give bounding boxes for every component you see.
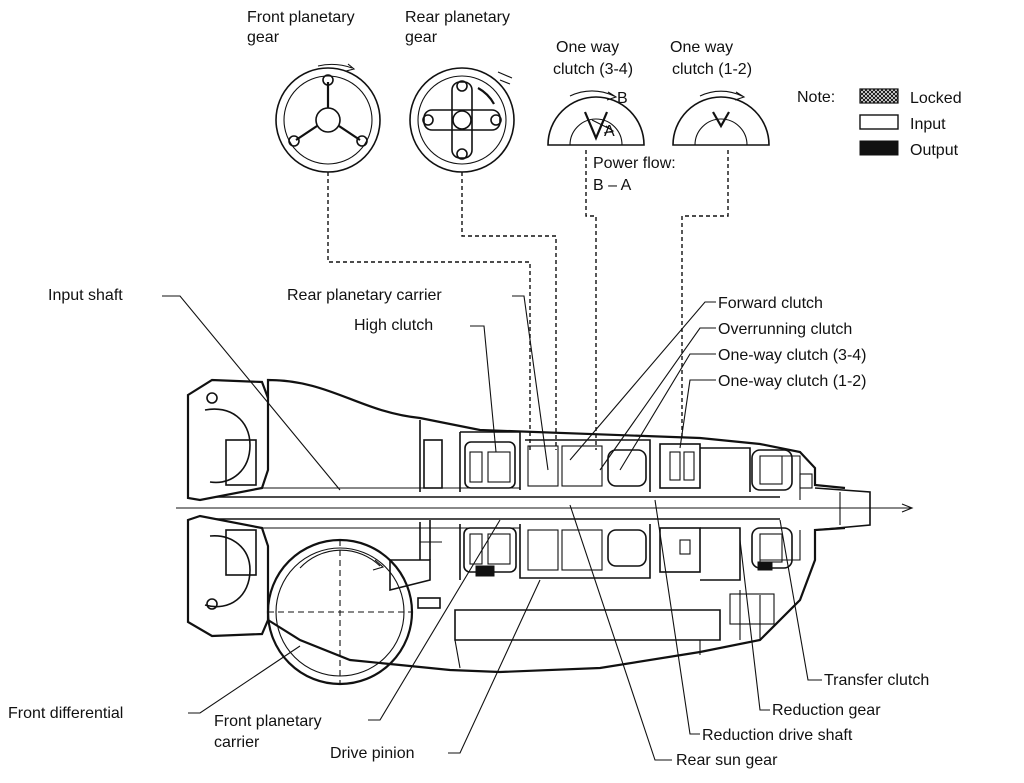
- rear-planetary-gear-label-1: Rear planetary: [405, 9, 510, 26]
- one-way-clutch-12-top-label-2: clutch (1-2): [672, 61, 752, 78]
- point-b-label: B: [617, 90, 628, 107]
- one-way-clutch-12-top-label-1: One way: [670, 39, 733, 56]
- power-flow-label-1: Power flow:: [593, 155, 676, 172]
- dashed-connectors: [327, 150, 729, 450]
- transmission-body: [176, 378, 914, 686]
- legend-label-input: Input: [910, 116, 946, 133]
- front-planetary-gear-label-1: Front planetary: [247, 9, 355, 26]
- front-planetary-gear-icon: [275, 63, 381, 173]
- transfer-clutch-label: Transfer clutch: [824, 672, 929, 689]
- rear-planetary-gear-label-2: gear: [405, 29, 438, 46]
- one-way-clutch-12-icon: [672, 90, 770, 146]
- one-way-clutch-34-icon: [547, 90, 645, 146]
- one-way-clutch-12-label: One-way clutch (1-2): [718, 373, 867, 390]
- leader-lines: [162, 295, 822, 761]
- point-a-label: A: [604, 123, 615, 140]
- one-way-clutch-34-top-label-1: One way: [556, 39, 619, 56]
- one-way-clutch-34-label: One-way clutch (3-4): [718, 347, 867, 364]
- reduction-drive-shaft-label: Reduction drive shaft: [702, 727, 853, 744]
- rear-sun-gear-label: Rear sun gear: [676, 752, 778, 769]
- power-flow-label-2: B – A: [593, 177, 632, 194]
- rear-planetary-carrier-label: Rear planetary carrier: [287, 287, 442, 304]
- legend-swatch-input: [859, 114, 899, 130]
- reduction-gear-label: Reduction gear: [772, 702, 881, 719]
- legend-swatch-output: [859, 140, 899, 156]
- forward-clutch-label: Forward clutch: [718, 295, 823, 312]
- legend-note: Note:: [797, 89, 835, 106]
- legend: Note: Locked Input Output: [797, 88, 962, 159]
- drive-pinion-label: Drive pinion: [330, 745, 414, 762]
- one-way-clutch-34-top-label-2: clutch (3-4): [553, 61, 633, 78]
- legend-label-locked: Locked: [910, 90, 962, 107]
- legend-swatch-locked: [859, 88, 899, 104]
- front-planetary-carrier-label-1: Front planetary: [214, 713, 322, 730]
- rear-planetary-gear-icon: [409, 67, 515, 173]
- legend-label-output: Output: [910, 142, 959, 159]
- high-clutch-label: High clutch: [354, 317, 433, 334]
- front-differential-label: Front differential: [8, 705, 123, 722]
- front-planetary-gear-label-2: gear: [247, 29, 280, 46]
- overrunning-clutch-label: Overrunning clutch: [718, 321, 852, 338]
- input-shaft-label: Input shaft: [48, 287, 123, 304]
- front-planetary-carrier-label-2: carrier: [214, 734, 260, 751]
- drive-pinion-shape: [389, 559, 431, 592]
